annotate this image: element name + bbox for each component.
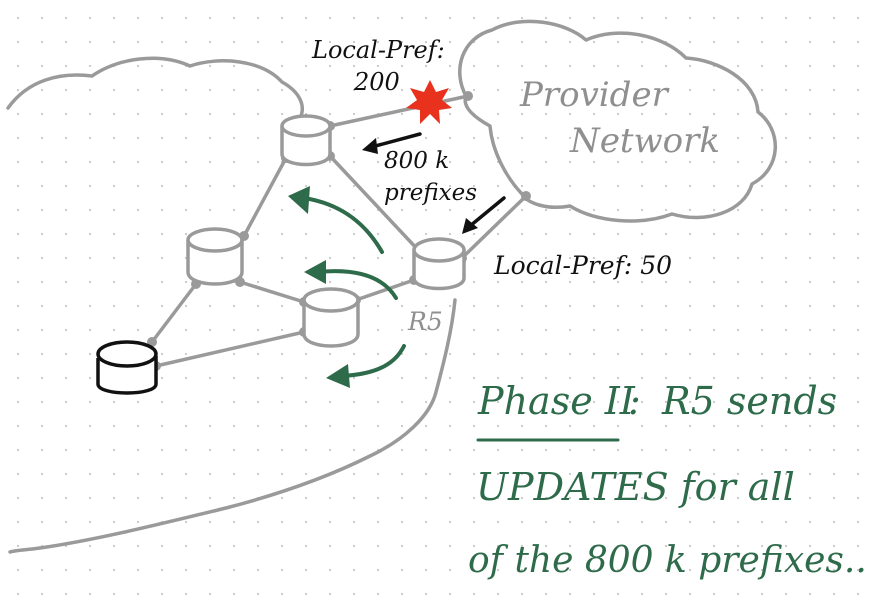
link-r1-r5 bbox=[328, 154, 422, 254]
note-title: Phase II bbox=[477, 379, 636, 423]
phase-note: Phase II : R5 sends UPDATES for all of t… bbox=[468, 379, 870, 581]
link-r3-r5 bbox=[354, 278, 416, 302]
local-pref-right-label: Local-Pref: 50 bbox=[493, 251, 672, 280]
prefixes-count-label: 800 k bbox=[384, 148, 449, 174]
prefixes-word-label: prefixes bbox=[384, 180, 477, 206]
local-pref-top-value: 200 bbox=[353, 68, 400, 96]
green-arrow-head-r1-icon bbox=[288, 186, 310, 214]
network-cloud-outline bbox=[6, 56, 457, 554]
router-r2 bbox=[186, 227, 244, 286]
router-r4 bbox=[96, 340, 158, 395]
link-r3-r4 bbox=[154, 330, 306, 368]
note-line1: R5 sends bbox=[661, 379, 837, 423]
router-r5 bbox=[412, 237, 466, 291]
link-r5-provider bbox=[460, 194, 528, 260]
links bbox=[150, 94, 528, 368]
link-r1-provider bbox=[328, 94, 470, 128]
router-r5-label: R5 bbox=[407, 307, 443, 336]
note-colon: : bbox=[628, 379, 641, 423]
router-r3 bbox=[302, 287, 360, 348]
green-update-arrows bbox=[302, 196, 406, 378]
green-arrow-to-r4 bbox=[340, 344, 406, 378]
arrow-provider-line bbox=[468, 196, 506, 228]
green-arrow-head-r3-icon bbox=[304, 260, 326, 284]
green-arrow-to-r3 bbox=[316, 269, 398, 300]
green-arrow-head-r4-icon bbox=[326, 364, 350, 388]
router-r1 bbox=[280, 114, 332, 167]
link-r2-r3 bbox=[238, 280, 306, 304]
note-line3: of the 800 k prefixes... bbox=[468, 540, 870, 581]
link-r2-r4 bbox=[150, 282, 198, 344]
local-pref-top-label: Local-Pref: bbox=[311, 36, 445, 64]
route-event-star-icon bbox=[406, 80, 452, 124]
arrow-withdraw-head-icon bbox=[362, 138, 378, 154]
note-line2: UPDATES for all bbox=[476, 465, 795, 509]
provider-label: Provider bbox=[519, 75, 670, 115]
arrow-provider-head-icon bbox=[462, 218, 478, 234]
green-arrow-to-r1 bbox=[302, 196, 384, 254]
network-label: Network bbox=[569, 121, 720, 161]
link-r1-r2 bbox=[242, 156, 288, 238]
